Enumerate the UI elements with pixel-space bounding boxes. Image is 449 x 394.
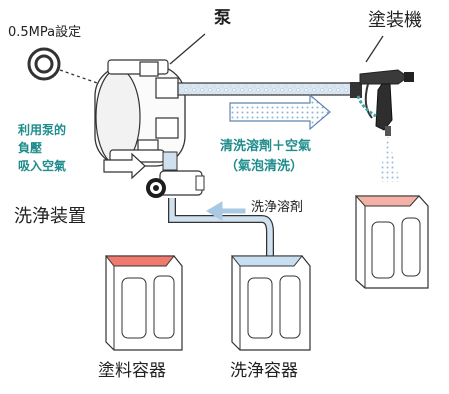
pressure-gauge-icon [27,47,101,85]
pressure-setting-label: 0.5MPa設定 [8,25,82,40]
paint-container-label: 塗料容器 [98,361,166,381]
pump-leader-line [169,33,206,65]
negative-pressure-line-2: 負壓 [18,141,43,155]
wash-device-icon [146,170,205,198]
solvent-air-label: 清洗溶劑＋空氣 [220,139,312,154]
negative-pressure-line-1: 利用泵的 [18,123,67,137]
paint-container-box [104,255,183,351]
negative-pressure-line-3: 吸入空氣 [18,159,67,173]
air-inlet-arrow [103,152,146,180]
wash-device-label: 洗浄装置 [14,206,86,227]
wash-container-label: 洗浄容器 [230,361,298,381]
gun-leader-line [365,35,384,63]
wash-solvent-label: 洗浄溶剤 [251,200,304,215]
wash-container-box [230,255,311,351]
flow-arrow [229,93,331,131]
spray-mist [378,136,400,182]
spray-gun-label: 塗装機 [368,10,422,31]
spray-gun-icon [350,69,414,136]
solvent-intake-arrow [206,201,246,221]
bubble-cleaning-label: （氣泡清洗） [225,159,304,174]
container-icon [354,195,429,289]
pump-label: 泵 [214,8,231,28]
pump-icon [94,59,186,167]
bubble-pipe [177,82,355,96]
